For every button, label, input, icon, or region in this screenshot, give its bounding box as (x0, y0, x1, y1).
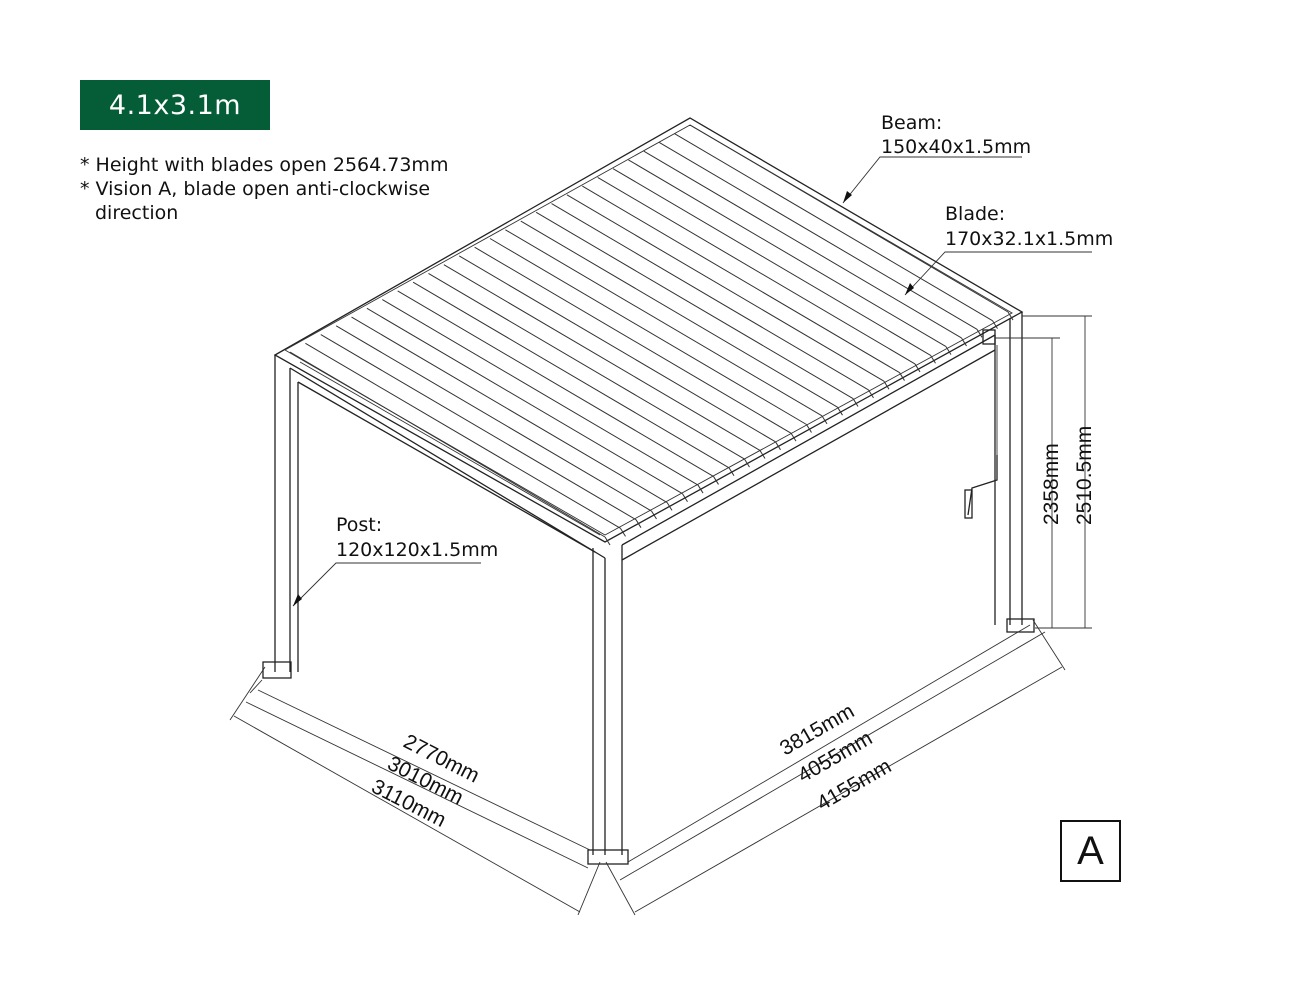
svg-text:120x120x1.5mm: 120x120x1.5mm (336, 539, 498, 561)
blade (458, 255, 776, 443)
blade-pivot (992, 320, 998, 329)
blade-pivot (868, 389, 874, 399)
svg-text:Blade:: Blade: (945, 203, 1005, 225)
blade (597, 176, 916, 365)
blade (305, 342, 621, 529)
crank-handle (964, 329, 998, 519)
dim-2510: 2510.5mm (1073, 426, 1096, 525)
blade (520, 220, 838, 408)
blade (551, 203, 869, 391)
height-dimensions: 2358mm 2510.5mm (995, 315, 1096, 629)
blade (643, 150, 962, 339)
length-dimensions: 3815mm 4055mm 4155mm (605, 619, 1066, 916)
blade (612, 168, 931, 356)
blade (505, 229, 823, 417)
note-vision-cont: direction (95, 202, 179, 224)
blade-pivot (899, 372, 905, 381)
blade (658, 142, 978, 330)
blade-pivot (744, 458, 750, 468)
post-front (587, 545, 629, 865)
blade (628, 159, 947, 348)
post-right (994, 312, 1035, 633)
svg-text:Beam:: Beam: (881, 112, 942, 134)
blade-pivot (852, 398, 859, 407)
blade-pivot (697, 484, 704, 494)
roof-blades (289, 124, 1014, 546)
blade (535, 211, 854, 399)
blade-pivot (775, 441, 781, 451)
blade-pivot (682, 493, 688, 502)
blade-pivot (976, 329, 983, 338)
blade (489, 238, 807, 425)
size-badge: 4.1x3.1m (80, 80, 270, 130)
blade (428, 272, 745, 460)
post-label: Post: 120x120x1.5mm (292, 514, 498, 607)
blade-pivot (666, 502, 673, 511)
blade-pivot (790, 432, 797, 442)
blade-pivot (837, 406, 843, 416)
vision-mark: A (1060, 820, 1121, 882)
blade (412, 281, 730, 469)
roof-frame (273, 117, 1024, 561)
blade-pivot (651, 510, 657, 520)
blade-pivot (759, 450, 766, 459)
blade-pivot (883, 380, 890, 390)
blade (566, 194, 885, 382)
notes: * Height with blades open 2564.73mm * Vi… (80, 153, 448, 225)
note-height: * Height with blades open 2564.73mm (80, 154, 449, 176)
blade-pivot (728, 467, 735, 477)
blade-pivot (930, 355, 936, 364)
blade-pivot (945, 346, 952, 355)
blade-pivot (821, 415, 828, 425)
svg-text:150x40x1.5mm: 150x40x1.5mm (881, 136, 1031, 158)
blade (366, 307, 683, 495)
blade-pivot (635, 519, 642, 528)
blade (397, 290, 714, 477)
width-dimensions: 2770mm 3010mm 3110mm (229, 666, 601, 916)
blade (674, 133, 993, 322)
blade-pivot (806, 424, 812, 433)
note-vision: * Vision A, blade open anti-clockwise (80, 178, 431, 200)
beam-label: Beam: 150x40x1.5mm (842, 112, 1031, 204)
blade-label: Blade: 170x32.1x1.5mm (904, 203, 1113, 296)
post-left (262, 355, 299, 679)
blade-pivot (914, 363, 921, 373)
blade (689, 124, 1009, 313)
dim-2358: 2358mm (1040, 443, 1063, 525)
blade-pivot (961, 337, 967, 347)
blade (320, 334, 637, 521)
blade (474, 246, 792, 434)
blade (582, 185, 900, 374)
blade-pivot (620, 528, 626, 537)
svg-text:Post:: Post: (336, 514, 382, 536)
blade (335, 325, 652, 512)
blade (289, 351, 606, 538)
blade (443, 264, 761, 451)
blade-pivot (604, 536, 611, 546)
blade-pivot (713, 476, 719, 485)
blade (382, 299, 699, 486)
svg-text:170x32.1x1.5mm: 170x32.1x1.5mm (945, 228, 1113, 250)
blade-pivot (1007, 311, 1014, 321)
blade (351, 316, 668, 503)
